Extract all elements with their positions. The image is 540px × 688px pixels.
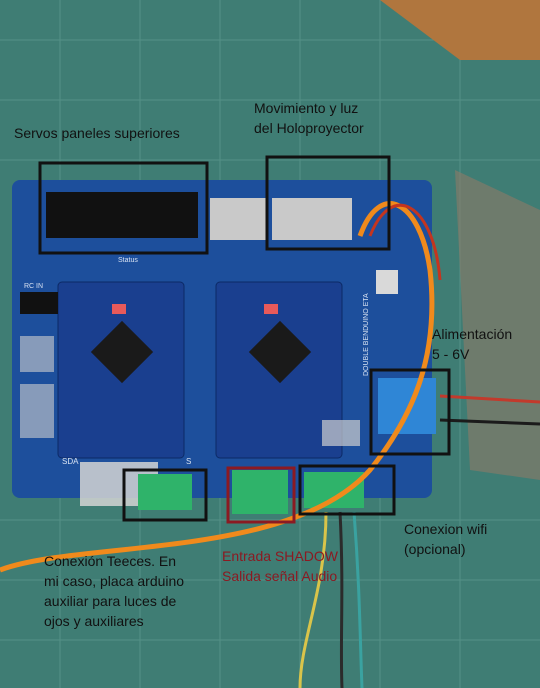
- label-teeces: Conexión Teeces. En mi caso, placa ardui…: [44, 553, 185, 629]
- chip-left: [90, 320, 154, 384]
- wifi-highlight-box: [298, 464, 396, 516]
- servos-highlight-box: [38, 161, 209, 255]
- jp-header: [20, 336, 54, 372]
- reset-button-right: [264, 304, 278, 314]
- power-terminal-block: [378, 378, 436, 434]
- teeces-highlight-box: [122, 468, 208, 522]
- servo-header-pins: [46, 192, 352, 240]
- power-highlight-box: [369, 368, 451, 456]
- wifi-terminal: [304, 472, 364, 508]
- label-top-servos: Servos paneles superiores: [14, 125, 180, 141]
- holo-highlight-box: [265, 155, 391, 251]
- sda-silk: SDA: [62, 457, 79, 466]
- i2c-right-header: [322, 420, 360, 446]
- status-silk: Status: [118, 257, 138, 264]
- label-wifi: Conexion wifi (opcional): [404, 521, 488, 557]
- rc-in-silk: RC IN: [24, 283, 43, 290]
- shadow-highlight-box: [226, 466, 296, 524]
- wood-edge: [380, 0, 540, 60]
- label-holo: Movimiento y luz del Holoproyector: [254, 100, 364, 136]
- product-silk: DOUBLE BENDUINO ETA: [363, 293, 370, 376]
- rc-in-header: [20, 292, 58, 314]
- table-area: [455, 170, 540, 480]
- shadow-terminal: [232, 470, 288, 514]
- small-connector: [376, 270, 398, 294]
- red-wire: [368, 203, 442, 281]
- orange-wire: [0, 201, 435, 573]
- reset-button-left: [112, 304, 126, 314]
- label-power: Alimentación 5 - 6V: [432, 326, 513, 362]
- teeces-terminal: [138, 474, 192, 510]
- jumper-wires: [298, 394, 540, 688]
- label-shadow: Entrada SHADOW Salida señal Audio: [222, 548, 338, 584]
- i2c-header: [20, 384, 54, 438]
- chip-right: [248, 320, 312, 384]
- s-silk: S: [186, 457, 191, 466]
